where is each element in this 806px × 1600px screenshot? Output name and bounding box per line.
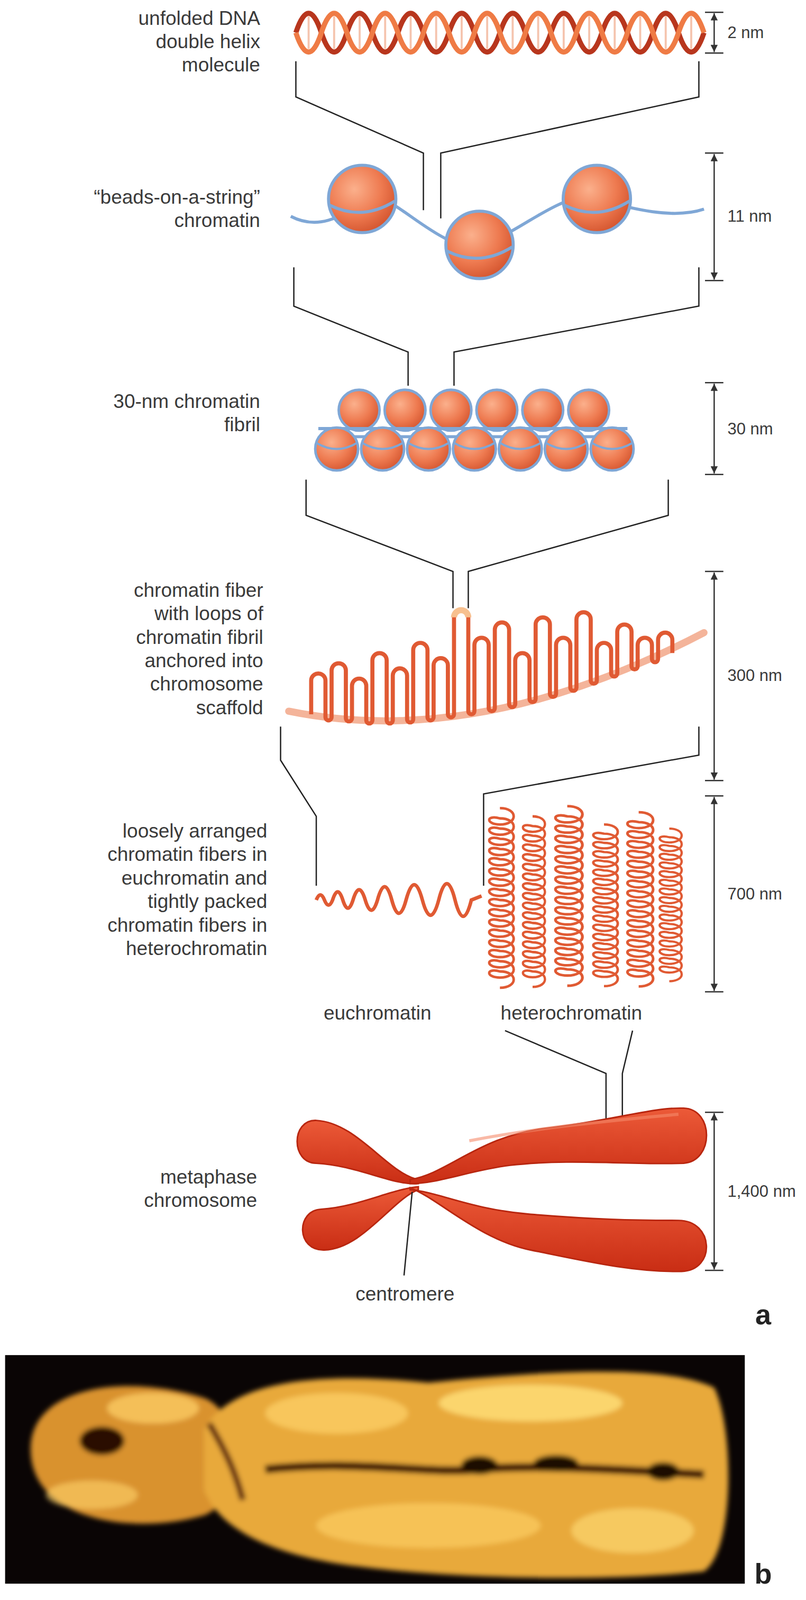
structure-label: chromatin fiber with loops of chromatin … (96, 578, 264, 720)
structure-label: unfolded DNA double helix molecule (93, 6, 261, 78)
nucleosome-string (290, 165, 704, 279)
zoom-bracket (280, 61, 700, 1123)
dimension-label: 11 nm (727, 206, 772, 226)
label-slot: a (755, 1298, 772, 1330)
panel-letter: a (755, 1298, 772, 1330)
structure-label: 30-nm chromatin fibril (93, 389, 261, 437)
dimension-label: 1,400 nm (727, 1180, 796, 1201)
region-label: euchromatin (323, 1001, 432, 1025)
structure-label: “beads-on-a-string” chromatin (77, 185, 261, 233)
label-slot: 1,400 nm (727, 1180, 796, 1201)
structure-label: loosely arranged chromatin fibers in euc… (98, 819, 268, 960)
structure-label: metaphase chromosome (90, 1165, 258, 1213)
label-slot: b (754, 1557, 772, 1589)
dimension-label: 300 nm (727, 665, 782, 685)
dimension-label: 2 nm (727, 22, 764, 43)
label-slot: 30-nm chromatin fibril (93, 389, 261, 437)
metaphase-chromosome (297, 1107, 707, 1271)
heterochromatin-coils (489, 806, 682, 988)
label-slot: euchromatin (323, 1001, 432, 1025)
dimension-label: 30 nm (727, 418, 773, 439)
label-slot: heterochromatin (500, 1001, 643, 1025)
label-slot: 2 nm (727, 22, 764, 43)
euchromatin-fiber (316, 883, 482, 917)
chromatin-loops (288, 609, 704, 723)
chromosome-highlight (469, 1113, 679, 1141)
label-slot: 300 nm (727, 665, 782, 685)
label-slot: metaphase chromosome (90, 1165, 258, 1213)
panel-letter: b (754, 1557, 772, 1589)
dimension-label: 700 nm (727, 883, 782, 904)
label-slot: 700 nm (727, 883, 782, 904)
pointer-label: centromere (355, 1281, 455, 1306)
dimension-marker (704, 12, 724, 1270)
label-slot: centromere (355, 1281, 455, 1306)
dna-helix (295, 13, 704, 52)
label-slot: unfolded DNA double helix molecule (93, 6, 261, 78)
label-slot: 30 nm (727, 418, 773, 439)
chromatin-fibril (315, 389, 634, 471)
label-slot: chromatin fiber with loops of chromatin … (96, 578, 264, 720)
label-slot: “beads-on-a-string” chromatin (77, 185, 261, 233)
fluorescence-micrograph (5, 1354, 746, 1583)
leader-line (404, 1191, 412, 1276)
region-label: heterochromatin (500, 1001, 643, 1025)
label-slot: 11 nm (727, 206, 772, 226)
label-slot: loosely arranged chromatin fibers in euc… (98, 819, 268, 960)
